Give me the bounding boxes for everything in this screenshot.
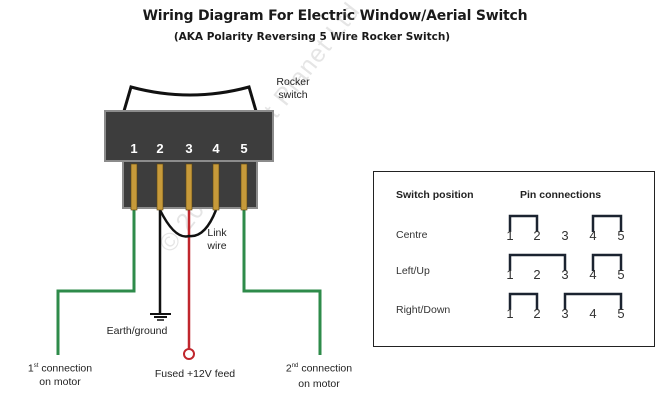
switch-pin-5 bbox=[240, 163, 248, 211]
link-label-line1: Link bbox=[207, 227, 227, 239]
table-pin-4: 4 bbox=[589, 267, 597, 282]
table-pin-3: 3 bbox=[561, 267, 569, 282]
pin-number-5: 5 bbox=[240, 141, 248, 156]
table-pin-2: 2 bbox=[533, 267, 541, 282]
motor1-number: 1 bbox=[27, 362, 34, 375]
connection-bracket bbox=[591, 253, 623, 271]
feed-label: Fused +12V feed bbox=[154, 368, 236, 380]
diagram-title: Wiring Diagram For Electric Window/Aeria… bbox=[142, 8, 528, 24]
table-pin-1: 1 bbox=[506, 306, 514, 321]
table-pin-2: 2 bbox=[533, 306, 541, 321]
table-pin-5: 5 bbox=[617, 267, 625, 282]
motor-connection-1-label: 1st connection on motor bbox=[18, 360, 102, 389]
pin-number-4: 4 bbox=[212, 141, 220, 156]
table-pin-1: 1 bbox=[506, 267, 514, 282]
connection-bracket bbox=[508, 214, 539, 232]
row-label-centre: Centre bbox=[396, 229, 428, 241]
switch-pin-2 bbox=[156, 163, 164, 211]
motor-connection-2-label: 2nd connection on motor bbox=[277, 360, 361, 391]
pin-number-2: 2 bbox=[156, 141, 164, 156]
motor2-line1: connection bbox=[301, 362, 353, 375]
link-label-line2: wire bbox=[207, 240, 227, 252]
table-pin-1: 1 bbox=[506, 228, 514, 243]
header-pin-connections: Pin connections bbox=[520, 189, 602, 201]
motor1-line2: on motor bbox=[39, 375, 81, 388]
rocker-switch-label: Rocker switch bbox=[268, 76, 318, 102]
motor2-line2: on motor bbox=[298, 377, 340, 390]
table-pin-3: 3 bbox=[561, 228, 569, 243]
table-pin-4: 4 bbox=[589, 228, 597, 243]
connection-bracket bbox=[508, 292, 539, 310]
table-pin-5: 5 bbox=[617, 306, 625, 321]
motor-wire-1 bbox=[56, 210, 136, 355]
row-label-left-up: Left/Up bbox=[396, 265, 430, 277]
link-wire bbox=[158, 209, 218, 238]
motor1-suffix: st bbox=[33, 363, 39, 369]
switch-pin-4 bbox=[212, 163, 220, 211]
diagram-subtitle: (AKA Polarity Reversing 5 Wire Rocker Sw… bbox=[173, 31, 451, 43]
table-pin-2: 2 bbox=[533, 228, 541, 243]
connection-brackets bbox=[508, 214, 623, 310]
header-switch-position: Switch position bbox=[396, 189, 474, 201]
motor2-number: 2 bbox=[285, 362, 292, 375]
pin-number-1: 1 bbox=[130, 141, 138, 156]
pin-connection-table: Switch position Pin connections Centre L… bbox=[373, 171, 655, 347]
switch-pin-1 bbox=[130, 163, 138, 211]
rocker-actuator bbox=[122, 85, 258, 112]
motor-wire-2 bbox=[242, 210, 322, 355]
earth-label: Earth/ground bbox=[106, 325, 168, 337]
connection-bracket bbox=[591, 214, 623, 232]
link-wire-label: Link wire bbox=[200, 227, 234, 253]
rocker-label-line1: Rocker bbox=[276, 76, 310, 88]
table-pin-3: 3 bbox=[561, 306, 569, 321]
feed-terminal bbox=[183, 348, 195, 360]
table-pin-4: 4 bbox=[589, 306, 597, 321]
table-pin-5: 5 bbox=[617, 228, 625, 243]
rocker-label-line2: switch bbox=[278, 89, 308, 101]
connection-bracket bbox=[563, 292, 623, 310]
switch-body bbox=[104, 110, 274, 162]
motor1-line1: connection bbox=[41, 362, 93, 375]
pin-number-3: 3 bbox=[185, 141, 193, 156]
switch-pin-3 bbox=[185, 163, 193, 211]
connection-bracket bbox=[508, 253, 567, 271]
row-label-right-down: Right/Down bbox=[396, 304, 451, 316]
motor2-suffix: nd bbox=[291, 363, 299, 369]
